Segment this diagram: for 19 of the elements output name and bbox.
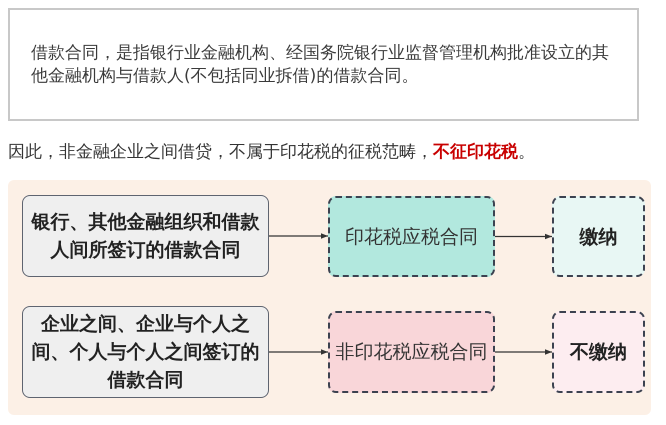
result-box [552, 311, 645, 393]
definition-box [8, 8, 639, 121]
contract-box [22, 195, 269, 277]
result-box [552, 196, 645, 277]
box-label: 印花税应税合同 [345, 224, 478, 250]
arrow [269, 349, 328, 355]
arrow [495, 349, 552, 355]
definition-text: 借款合同，是指银行业金融机构、经国务院银行业监督管理机构批准设立的其他金融机构与借款人(不包括同业拆借)的借款合同。 [31, 42, 610, 88]
conclusion-text: 因此，非金融企业之间借贷，不属于印花税的征税范畴，不征印花税。 [8, 141, 535, 163]
category-box [328, 196, 495, 277]
arrow [269, 233, 328, 239]
box-label: 不缴纳 [570, 340, 627, 365]
box-label: 缴纳 [580, 224, 618, 250]
category-box [328, 311, 495, 393]
box-label: 企业之间、企业与个人之间、个人与个人之间签订的借款合同 [30, 312, 260, 393]
arrow [495, 234, 552, 240]
box-label: 非印花税应税合同 [336, 340, 488, 365]
contract-box [22, 306, 269, 398]
box-label: 银行、其他金融组织和借款人间所签订的借款合同 [30, 210, 260, 263]
